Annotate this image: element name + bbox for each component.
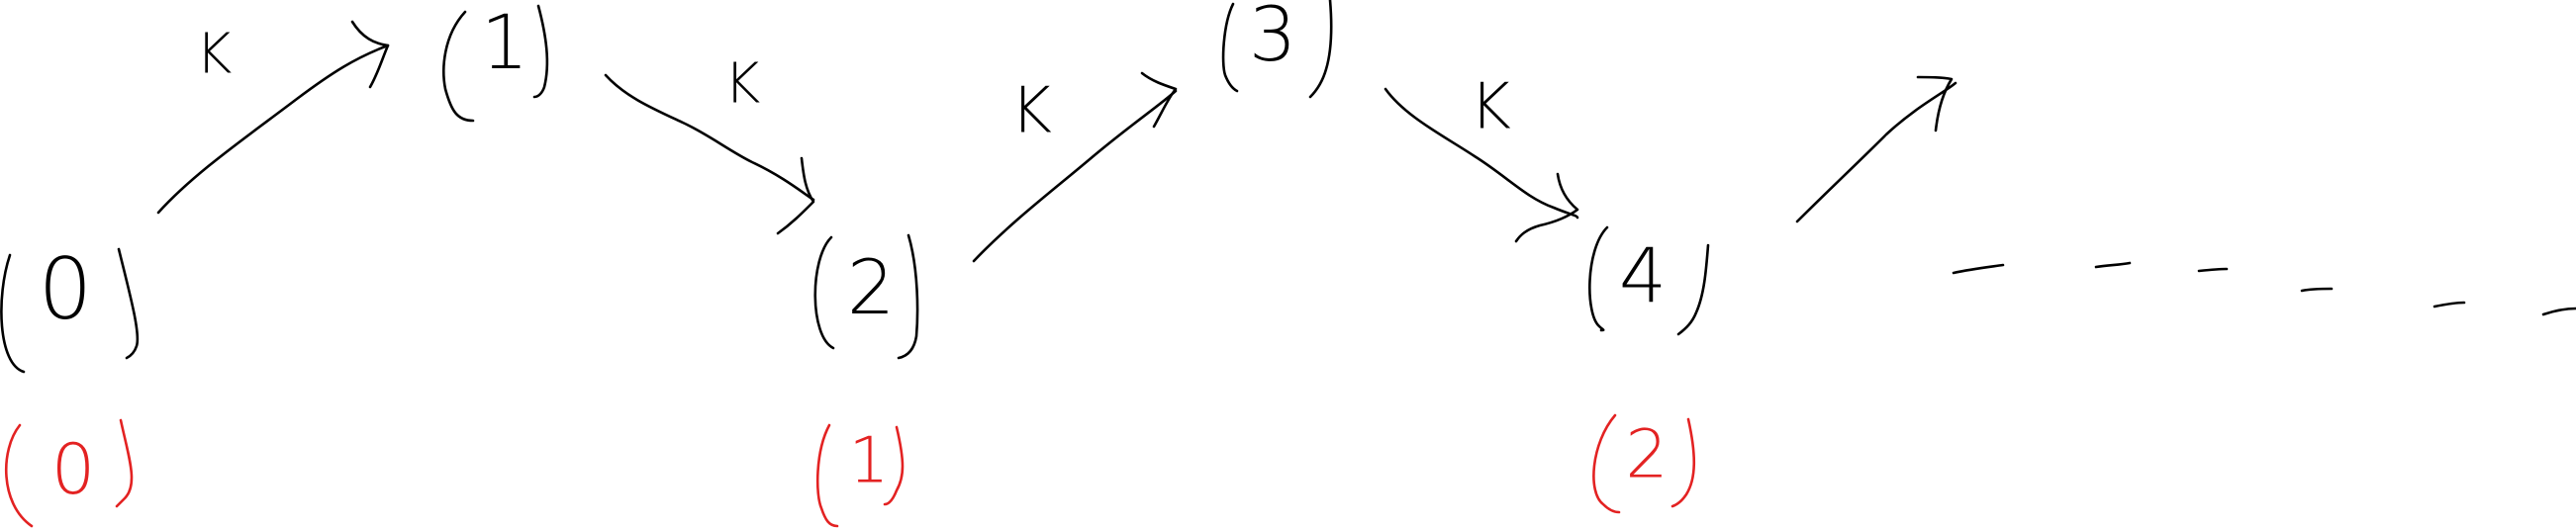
node-2-left-paren — [813, 235, 835, 350]
node-0-sub-right-paren — [115, 418, 134, 508]
node-3-left-paren — [1221, 2, 1239, 93]
edge-3-4-label: K — [1470, 71, 1511, 144]
node-0-label: 0 — [39, 240, 93, 339]
node-0-left-paren — [0, 253, 26, 374]
node-4: 4 2 — [1588, 225, 1710, 514]
edge-4-next — [1795, 75, 1957, 223]
node-4-sub-right-paren — [1670, 417, 1696, 508]
edge-1-2-arrowhead — [776, 156, 815, 235]
node-2-sub-label: 1 — [849, 425, 890, 498]
node-1-label: 1 — [481, 0, 528, 86]
node-4-right-paren — [1676, 243, 1710, 336]
node-4-sub-left-paren — [1592, 413, 1621, 514]
edge-4-next-line — [1795, 81, 1957, 223]
dash-3 — [2197, 267, 2229, 273]
dash-6 — [2541, 307, 2576, 316]
dash-4 — [2300, 287, 2334, 293]
node-0: 0 0 — [0, 240, 140, 528]
node-2-label: 2 — [847, 243, 895, 331]
edge-0-1-arrowhead — [350, 20, 390, 89]
node-3-label: 3 — [1249, 0, 1296, 78]
node-0-sub-left-paren — [4, 423, 34, 528]
edge-3-4-arrowhead — [1514, 172, 1579, 243]
edge-1-2-line — [604, 73, 815, 202]
dash-1 — [1952, 263, 2005, 275]
edge-2-3-label: K — [1010, 75, 1052, 148]
node-1: 1 — [442, 0, 549, 123]
node-4-label: 4 — [1619, 231, 1667, 319]
edge-2-3-arrowhead — [1140, 71, 1178, 129]
node-2-sub-right-paren — [883, 425, 905, 506]
node-1-right-paren — [532, 4, 549, 99]
node-4-left-paren — [1588, 225, 1609, 332]
node-1-left-paren — [442, 10, 475, 123]
node-3: 3 — [1221, 0, 1333, 99]
edge-2-3-line — [972, 89, 1178, 263]
edge-1-2: K — [604, 51, 815, 235]
continuation-dashes — [1952, 261, 2576, 316]
node-3-right-paren — [1308, 0, 1333, 99]
dash-5 — [2433, 301, 2466, 309]
node-0-sub-label: 0 — [51, 429, 96, 510]
node-4-sub-label: 2 — [1625, 416, 1668, 494]
edge-3-4: K — [1383, 71, 1579, 243]
edge-2-3: K — [972, 71, 1178, 263]
node-0-right-paren — [117, 247, 140, 360]
node-2-right-paren — [897, 233, 919, 360]
edge-0-1-label: K — [196, 22, 233, 86]
edge-0-1: K — [156, 20, 390, 215]
node-2-sub-left-paren — [815, 423, 839, 528]
edge-1-2-label: K — [724, 51, 761, 116]
node-2: 2 1 — [813, 233, 919, 528]
dash-2 — [2094, 261, 2132, 269]
edge-0-1-line — [156, 44, 390, 215]
edge-3-4-line — [1383, 87, 1579, 220]
edge-4-next-arrowhead — [1916, 75, 1954, 132]
